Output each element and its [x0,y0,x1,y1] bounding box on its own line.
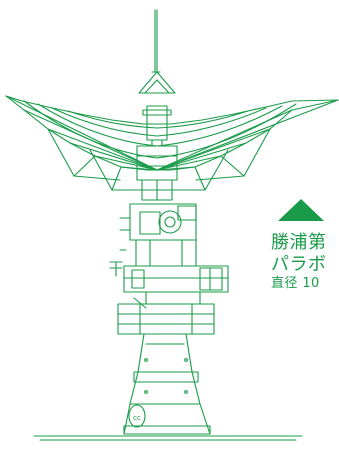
svg-text:cc: cc [133,414,141,422]
caption-line-3: 直径 10 [271,276,320,291]
pedestal: cc [33,333,303,441]
hub [136,105,178,201]
antenna-caption: 勝浦第 パラボ 直径 10 [271,199,339,292]
elevation-housing [109,203,197,277]
caption-line-1: 勝浦第 [271,232,327,253]
feed-antenna [138,9,176,94]
triangle-up-icon [278,199,324,221]
parabolic-dish [5,95,339,191]
caption-line-2: パラボ [271,254,327,275]
azimuth-platform [117,265,229,335]
